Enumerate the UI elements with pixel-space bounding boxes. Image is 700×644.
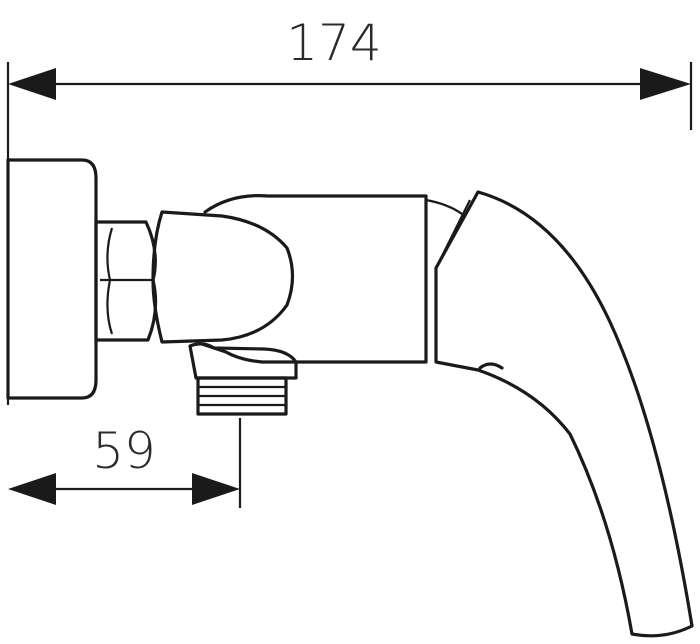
dimension-label-outlet: 59 (92, 422, 156, 480)
arrowhead-left-overall (8, 68, 56, 100)
arrowhead-left-outlet (8, 473, 56, 505)
shower-outlet (188, 342, 298, 416)
hex-nut (94, 220, 158, 342)
handle-dot (478, 362, 504, 370)
dimension-outlet: 59 (8, 418, 242, 508)
valve-body (200, 194, 463, 364)
connector-sleeve (151, 210, 295, 344)
lever-handle (434, 190, 694, 638)
wall-flange (6, 158, 98, 400)
arrowhead-right-overall (640, 68, 691, 100)
arrowhead-right-outlet (192, 473, 240, 505)
dimension-label-overall: 174 (286, 14, 381, 72)
dimension-overall: 174 (6, 14, 693, 405)
